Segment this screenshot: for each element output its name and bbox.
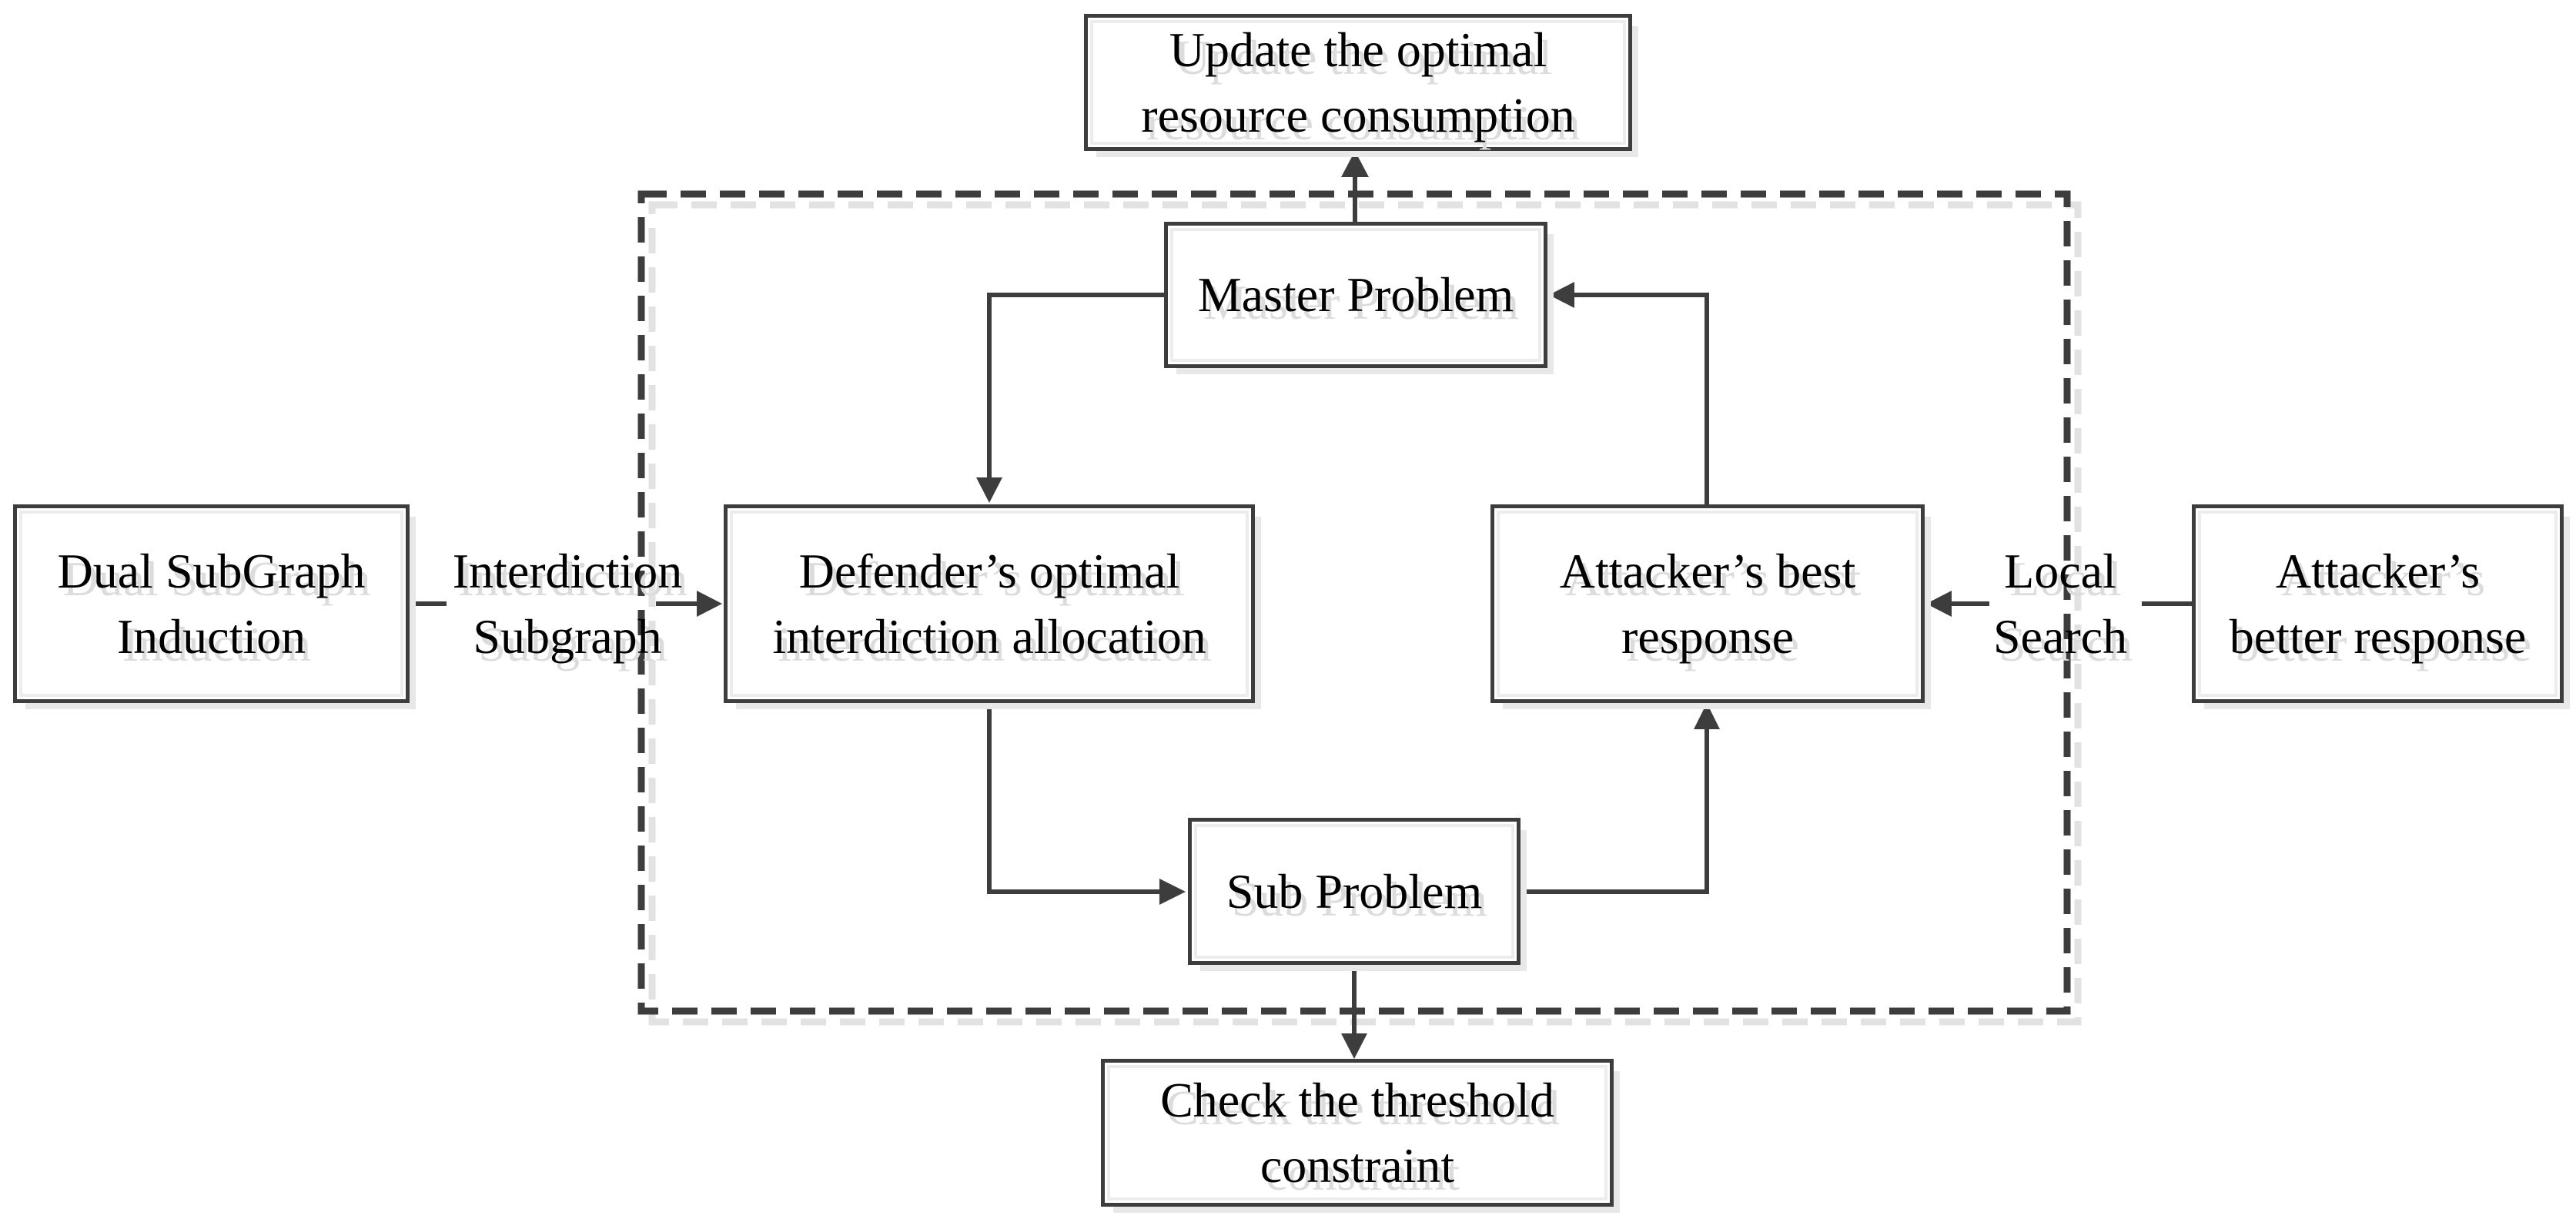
node-attacker-best-response: Attacker’s best response (1490, 504, 1925, 703)
node-check-threshold-label: Check the threshold constraint (1160, 1072, 1554, 1193)
arrowhead-right-defender (697, 591, 722, 617)
node-update-resource-label: Update the optimal resource consumption (1141, 22, 1575, 142)
arrowhead-up-attacker (1694, 703, 1720, 729)
node-master-problem: Master Problem (1164, 222, 1547, 368)
dashed-boundary-shadow (648, 201, 2082, 1026)
edge-defender-to-sub (987, 703, 1162, 894)
arrowhead-right-sub (1159, 879, 1186, 905)
node-attacker-best-response-label: Attacker’s best response (1559, 543, 1856, 664)
node-attacker-better-response: Attacker’s better response (2192, 504, 2564, 703)
node-attacker-better-response-label: Attacker’s better response (2229, 543, 2527, 664)
node-update-resource: Update the optimal resource consumption (1084, 14, 1632, 151)
node-check-threshold: Check the threshold constraint (1101, 1059, 1614, 1207)
edge-sub-to-attacker (1521, 728, 1709, 894)
edge-attacker-to-master (1572, 293, 1709, 504)
edge-master-to-defender (987, 293, 1164, 480)
node-master-problem-label: Master Problem (1197, 267, 1514, 323)
arrowhead-left-attacker-best (1926, 591, 1952, 617)
node-dual-subgraph-induction-label: Dual SubGraph Induction (57, 543, 366, 664)
arrowhead-up-update (1341, 151, 1369, 177)
arrowhead-left-master (1549, 282, 1574, 308)
node-dual-subgraph-induction: Dual SubGraph Induction (13, 504, 410, 703)
node-sub-problem-label: Sub Problem (1226, 863, 1483, 919)
arrowhead-down-check (1341, 1033, 1367, 1059)
node-defender-allocation: Defender’s optimal interdiction allocati… (724, 504, 1255, 703)
arrowhead-down-defender (976, 477, 1002, 503)
node-defender-allocation-label: Defender’s optimal interdiction allocati… (772, 543, 1206, 664)
node-sub-problem: Sub Problem (1188, 818, 1521, 965)
